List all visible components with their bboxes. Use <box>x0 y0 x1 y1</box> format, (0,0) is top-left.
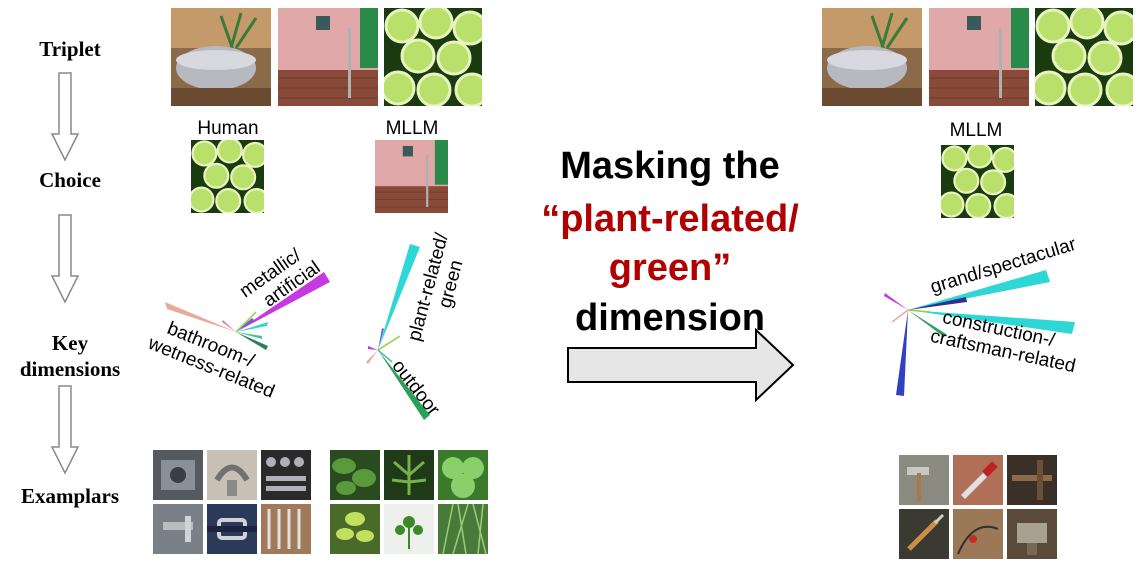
triplet-image-bowl-masked <box>822 8 922 106</box>
exemplar-thumb-parsley <box>384 504 434 554</box>
masked-spoke-green <box>908 310 946 337</box>
masking-line4: dimension <box>574 297 766 339</box>
row-label-key-line1: Key <box>51 331 89 355</box>
choice-label-mllm: MLLM <box>385 118 439 139</box>
exemplar-thumb-tools-rack <box>261 504 311 554</box>
row-label-key-line2: dimensions <box>19 357 121 381</box>
exemplar-thumb-hemp <box>384 450 434 500</box>
triplet-image-pink-wall-masked <box>929 8 1029 106</box>
mllm-spoke-outdoor <box>378 350 430 420</box>
masked-radial-plot <box>884 270 1075 396</box>
human-spoke-pink <box>222 320 236 332</box>
exemplar-thumb-grass <box>438 504 488 554</box>
masked-spoke-construction <box>908 310 1075 334</box>
human-radial-plot <box>165 272 330 350</box>
triplet-image-limes-masked <box>1035 8 1133 106</box>
masked-spoke-lime <box>907 309 931 313</box>
row-label-key-dimensions: Key dimensions <box>0 330 140 382</box>
exemplar-thumb-sockets <box>261 450 311 500</box>
exemplar-thumb-latch <box>153 504 203 554</box>
human-spoke-cyan-short <box>236 322 268 332</box>
exemplar-thumb-sprig <box>330 504 380 554</box>
masked-spoke-navy <box>908 297 967 310</box>
row-label-examplars: Examplars <box>20 484 119 508</box>
human-spoke-metallic <box>236 272 330 332</box>
human-spoke-teal <box>236 332 262 339</box>
masking-line3: green” <box>608 247 732 289</box>
mllm-radial-plot <box>366 244 430 420</box>
triplet-image-bowl <box>171 8 271 106</box>
triplet-image-pink-wall <box>278 8 378 106</box>
human-spoke-green-short <box>236 332 268 350</box>
masked-spoke-magenta <box>884 293 908 310</box>
exemplar-thumb-hammer <box>899 455 949 505</box>
mllm-spoke-magenta-short <box>368 346 378 350</box>
exemplar-thumb-lettuce <box>438 450 488 500</box>
masked-spoke-salmon <box>891 309 909 323</box>
triplet-image-limes <box>384 8 482 106</box>
mllm-spoke-teal <box>377 349 393 363</box>
masking-line1: Masking the <box>560 145 780 187</box>
mllm-spoke-salmon <box>366 350 378 364</box>
mllm-masked-choice-image-limes <box>941 145 1014 218</box>
exemplar-thumb-vise <box>1007 509 1057 559</box>
block-right-arrow-icon <box>567 328 795 402</box>
hollow-down-arrow-icon <box>50 214 80 304</box>
exemplar-thumb-workbench <box>1007 455 1057 505</box>
masking-line2: “plant-related/ <box>541 198 799 240</box>
mllm-choice-image-pink-wall <box>375 140 448 213</box>
masked-spoke-grand <box>908 270 1050 310</box>
exemplar-thumb-leaves <box>330 450 380 500</box>
exemplar-thumb-wire <box>953 509 1003 559</box>
mllm-spoke-blue <box>378 328 384 350</box>
human-spoke-lime <box>235 311 257 333</box>
row-label-triplet: Triplet <box>39 37 101 61</box>
exemplar-thumb-buckle <box>207 504 257 554</box>
row-label-choice: Choice <box>39 168 101 192</box>
mllm-spoke-lime <box>377 335 401 351</box>
hollow-down-arrow-icon <box>50 385 80 475</box>
exemplar-thumb-engine <box>153 450 203 500</box>
hollow-down-arrow-icon <box>50 72 80 162</box>
exemplar-thumb-knife <box>953 455 1003 505</box>
mllm-spoke-plant <box>378 244 420 350</box>
human-spoke-bathroom <box>165 302 236 332</box>
exemplar-thumb-faucet <box>207 450 257 500</box>
masked-spoke-blue <box>896 310 908 396</box>
human-choice-image-limes <box>191 140 264 213</box>
choice-label-human: Human <box>197 118 259 139</box>
exemplar-thumb-chisel <box>899 509 949 559</box>
choice-label-mllm-masked: MLLM <box>949 120 1003 141</box>
